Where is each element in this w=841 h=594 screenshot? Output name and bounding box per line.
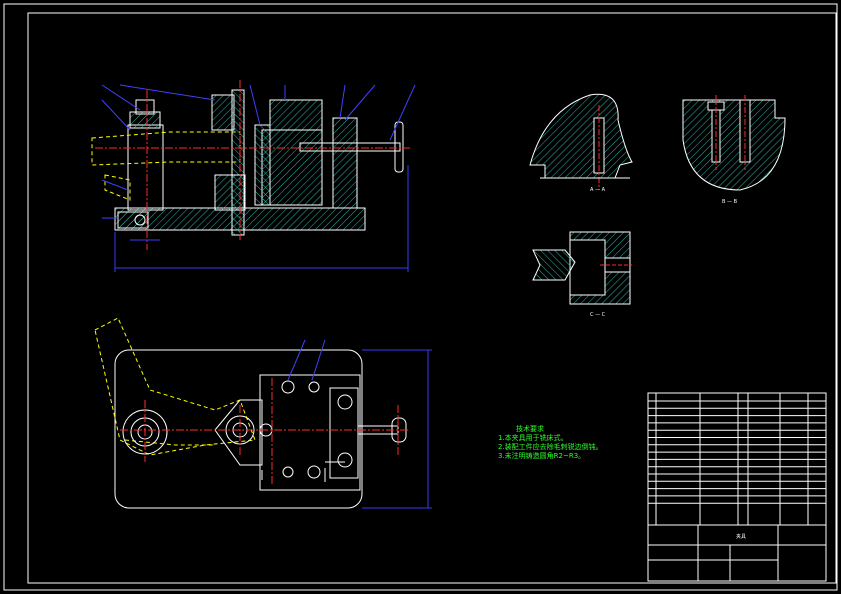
section-a-label: A — A	[590, 187, 606, 193]
section-b-b: B — B	[682, 95, 786, 205]
plan-view	[94, 317, 432, 509]
section-c-label: C — C	[590, 312, 606, 318]
section-c-c: C — C	[532, 231, 632, 318]
section-a-a: A — A	[529, 93, 633, 193]
tech-note-line: 1.本夹具用于铣床式。	[498, 434, 568, 442]
title-block-name: 夹具	[736, 533, 746, 540]
tech-note-line: 2.装配工件应去除毛刺锐边倒钝。	[498, 443, 603, 451]
section-b-label: B — B	[722, 199, 738, 205]
tech-notes-title: 技术要求	[516, 425, 544, 433]
technical-requirements: 技术要求 1.本夹具用于铣床式。 2.装配工件应去除毛刺锐边倒钝。 3.未注明铸…	[498, 425, 603, 461]
title-block: 夹具	[647, 392, 827, 582]
front-view	[91, 80, 416, 272]
outer-border	[3, 3, 838, 591]
inner-border	[27, 12, 837, 584]
tech-note-line: 3.未注明铸造圆角R2~R3。	[498, 452, 586, 460]
